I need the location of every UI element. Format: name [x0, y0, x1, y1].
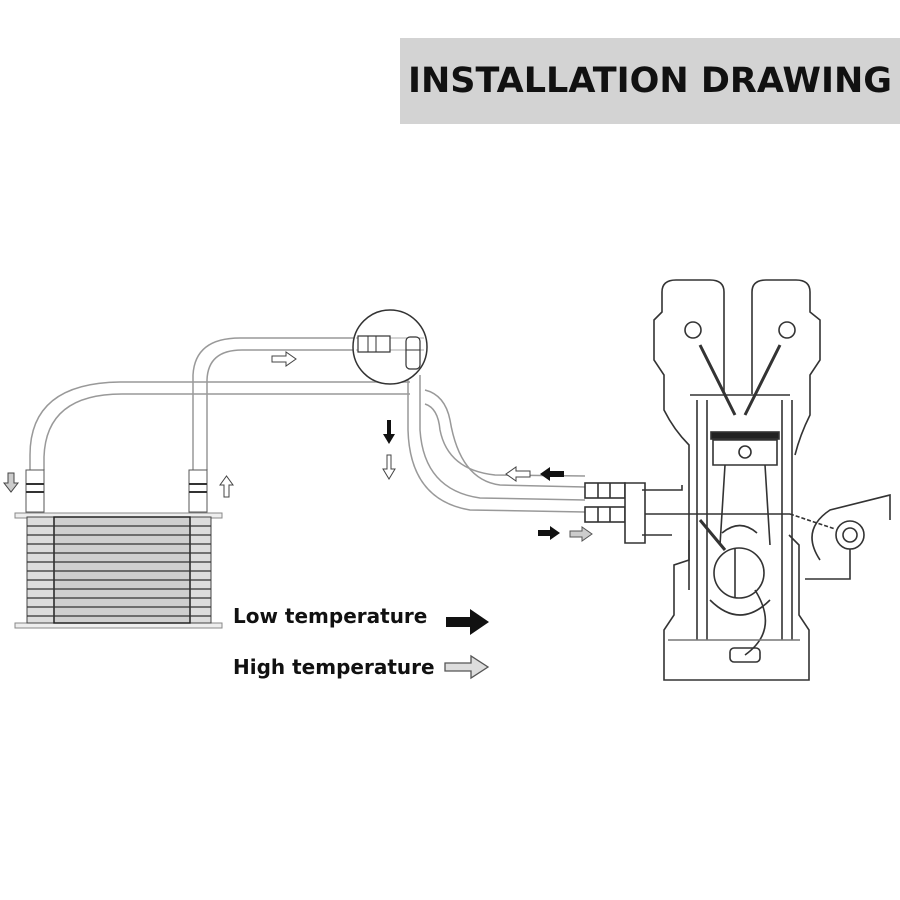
legend-low-temperature-arrow [446, 609, 489, 635]
legend-low-temperature-label: Low temperature [233, 604, 428, 628]
hose-cooler-right [192, 337, 358, 470]
title-banner: INSTALLATION DRAWING [400, 38, 900, 124]
arrow-high-right [569, 526, 593, 542]
arrow-high-up-cooler-right [219, 475, 234, 498]
hose-cooler-left [29, 381, 410, 470]
engine-schematic [584, 279, 891, 681]
arrow-high-right-top [271, 351, 297, 367]
legend-high-temperature-label: High temperature [233, 655, 435, 679]
oil-cooler [14, 469, 223, 629]
hose-to-engine [407, 365, 586, 513]
arrow-low-left [540, 467, 564, 481]
legend-high-temperature-arrow [444, 654, 490, 680]
fitting-detail-magnifier [352, 309, 428, 385]
arrow-high-left [505, 466, 531, 482]
arrow-low-right [538, 526, 560, 540]
page-title: INSTALLATION DRAWING [407, 61, 893, 101]
arrow-high-down-cooler-left [2, 472, 20, 493]
arrow-high-down [382, 454, 396, 480]
arrow-low-down [383, 420, 395, 444]
